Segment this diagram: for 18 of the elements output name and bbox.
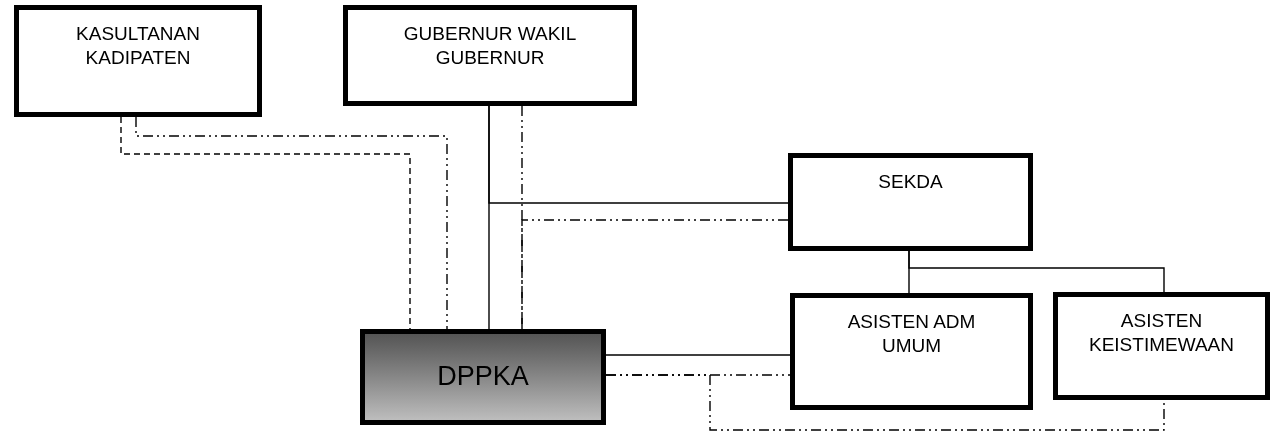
connector-line bbox=[135, 116, 448, 330]
box-label: ASISTEN ADM UMUM bbox=[846, 310, 977, 358]
box-label: GUBERNUR WAKIL GUBERNUR bbox=[402, 22, 578, 70]
highlighted-box bbox=[360, 329, 606, 425]
connector-line bbox=[605, 354, 791, 356]
box-label: SEKDA bbox=[878, 170, 943, 194]
box-label: KASULTANAN KADIPATEN bbox=[75, 22, 201, 70]
connector-line bbox=[908, 250, 1165, 293]
org-box bbox=[14, 5, 262, 117]
org-box bbox=[343, 5, 637, 106]
connector-line bbox=[605, 374, 1165, 431]
box-label: ASISTEN KEISTIMEWAAN bbox=[1088, 309, 1235, 357]
connector-line bbox=[488, 105, 789, 204]
connector-line bbox=[521, 219, 789, 330]
org-box bbox=[788, 153, 1033, 251]
org-box bbox=[1053, 292, 1270, 400]
box-label: DPPKA bbox=[437, 360, 529, 394]
org-box bbox=[790, 293, 1033, 410]
